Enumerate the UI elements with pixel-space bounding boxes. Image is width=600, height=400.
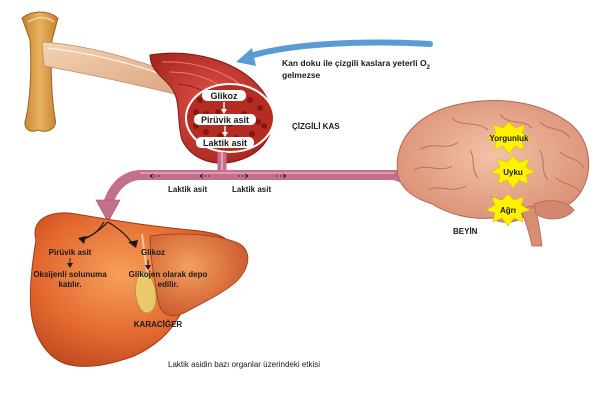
liver-label: KARACİĞER [134, 320, 183, 329]
effect-sleep: Uyku [503, 168, 523, 177]
vessel-label-left: Laktik asit [168, 185, 207, 194]
oxygen-note: Kan doku ile çizgili kaslara yeterli O2 [282, 58, 431, 71]
pathway-box-lactic [196, 137, 254, 148]
pathway-step-glucose: Glikoz [210, 91, 238, 101]
oxygen-arrow [236, 39, 433, 66]
oxygen-note-line2: gelmezse [282, 70, 321, 80]
pathway-step-pyruvic: Pirüvik asit [201, 115, 249, 125]
muscle-pathway: Glikoz Pirüvik asit Laktik asit [194, 90, 256, 148]
bone [21, 11, 59, 132]
liver-glucose-text-2: edilir. [158, 280, 179, 289]
brain-effects: Yorgunluk Uyku Ağrı [485, 121, 536, 227]
liver-glucose-text-1: Glikojen olarak depo [129, 270, 208, 279]
brain-label: BEYİN [453, 227, 478, 236]
liver-pyruvic-title: Pirüvik asit [49, 248, 92, 257]
effect-pain: Ağrı [500, 206, 516, 215]
liver-pyruvic-text-1: Oksijenli solunuma [33, 270, 107, 279]
figure-caption: Laktik asidin bazı organlar üzerindeki e… [168, 360, 320, 369]
liver-glucose-title: Glikoz [141, 248, 165, 257]
brain [396, 100, 590, 247]
pathway-box-glucose [202, 90, 246, 101]
vessel-label-right: Laktik asit [232, 185, 271, 194]
star-sleep [490, 155, 536, 189]
star-fatigue [486, 121, 532, 155]
pathway-step-lactic: Laktik asit [203, 138, 247, 148]
liver-pyruvic-text-2: katılır. [58, 280, 81, 289]
muscle-label: ÇİZGİLİ KAS [292, 122, 340, 131]
liver [29, 212, 249, 367]
star-pain [485, 193, 531, 227]
effect-fatigue: Yorgunluk [490, 134, 530, 143]
pathway-box-pyruvic [194, 114, 256, 125]
